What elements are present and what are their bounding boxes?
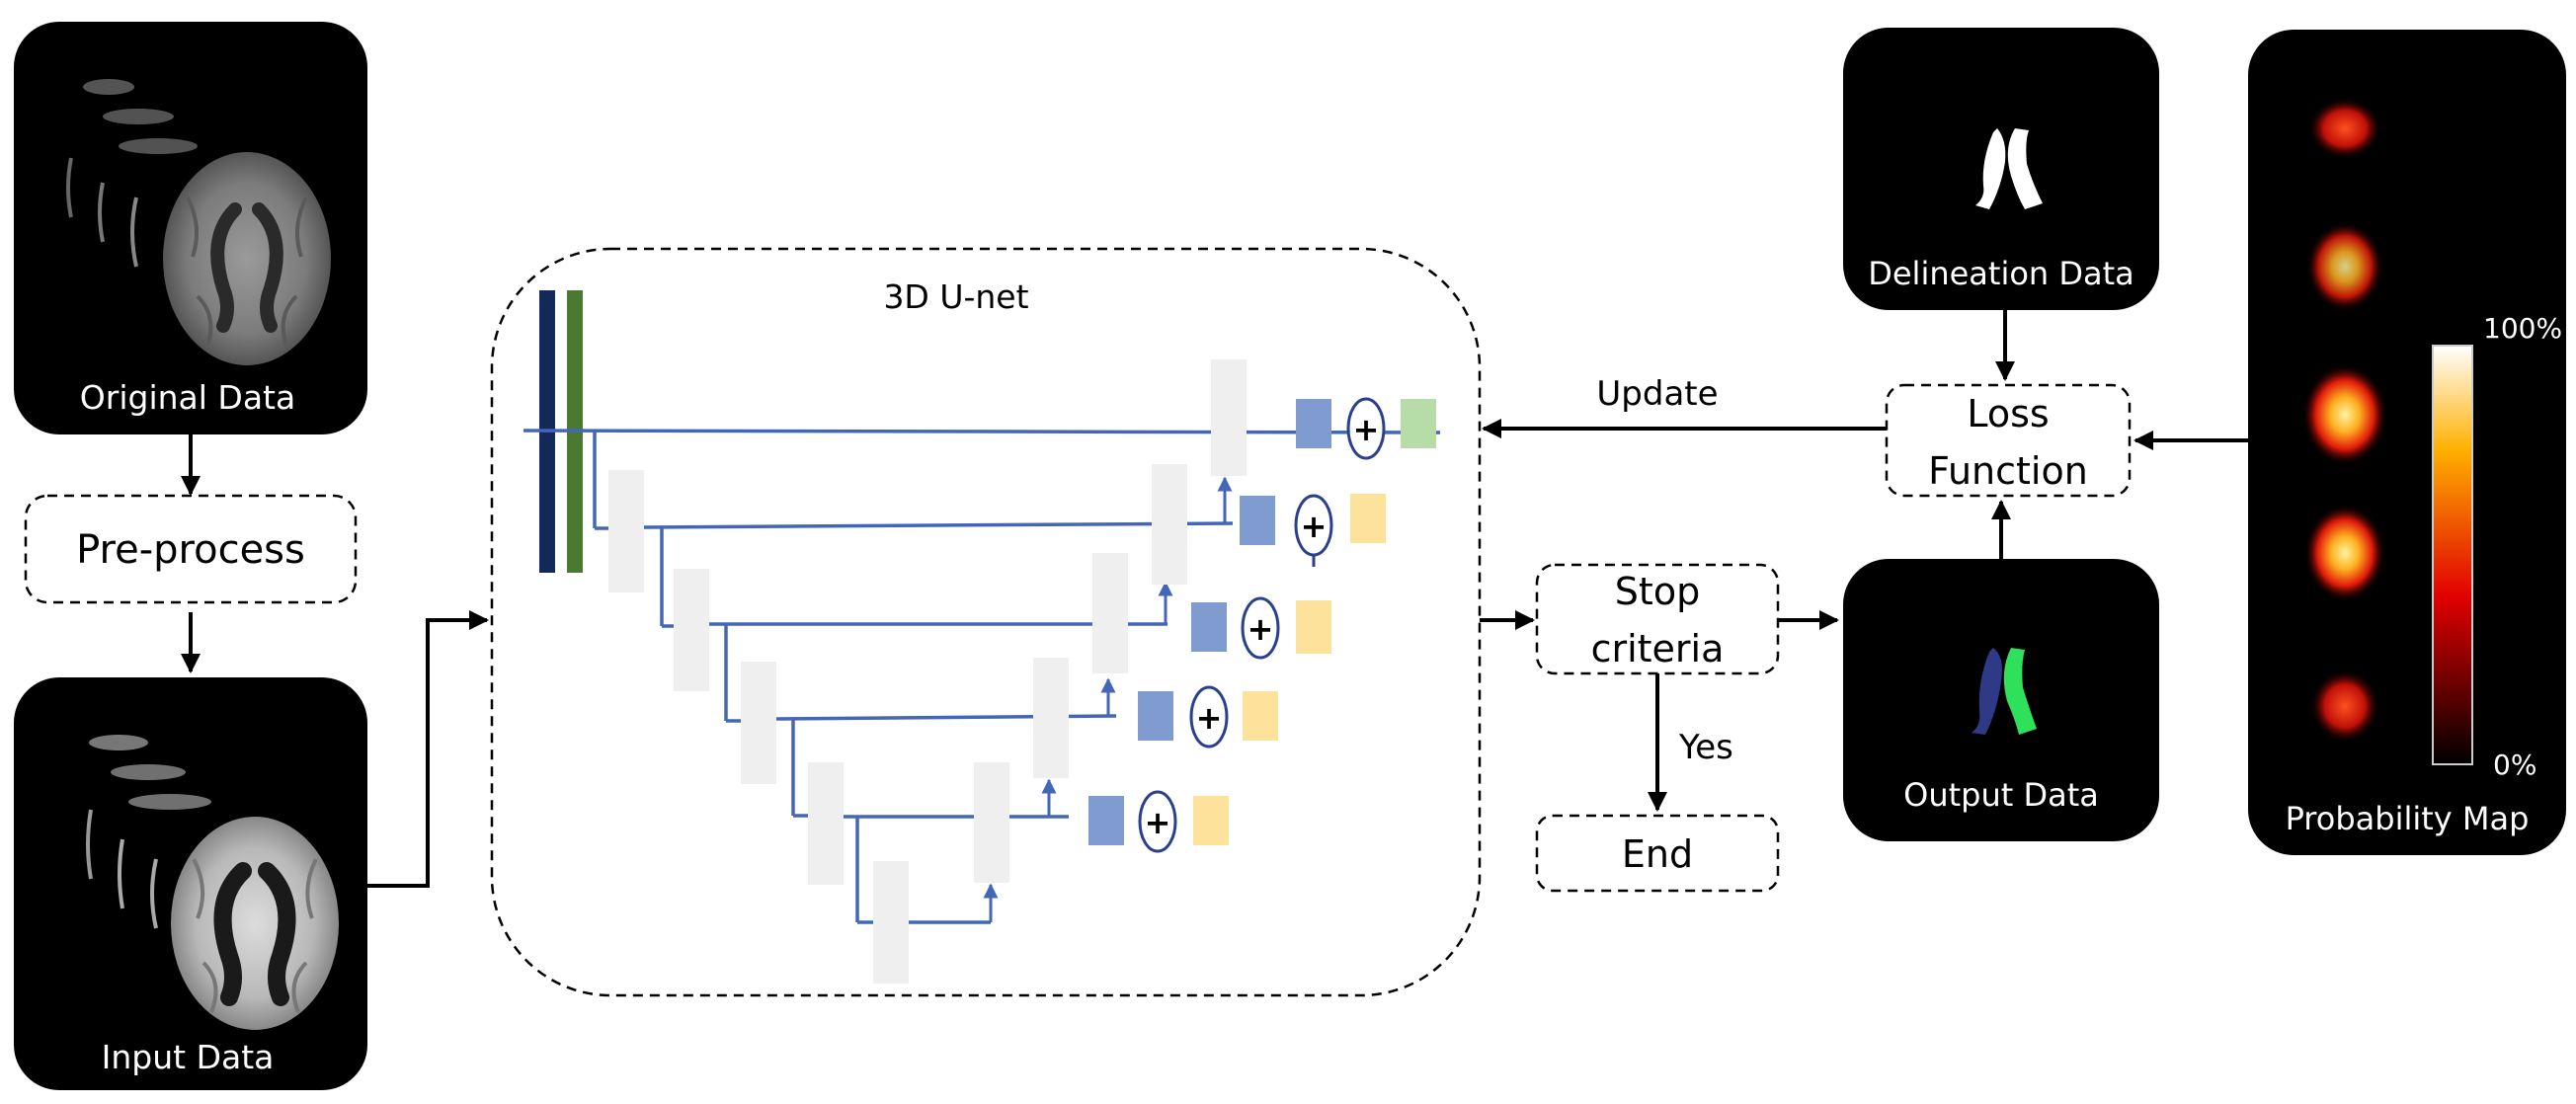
probability-slices (2303, 99, 2386, 742)
input-brain-stack-icon (86, 735, 339, 1030)
svg-text:+: + (1301, 508, 1328, 545)
probability-map-label: Probability Map (2286, 800, 2530, 837)
preprocess-label: Pre-process (76, 527, 305, 573)
input-data-label: Input Data (102, 1038, 275, 1076)
delineation-data-panel: Delineation Data (1843, 28, 2159, 310)
probability-colorbar (2432, 345, 2473, 765)
arrow-input-to-unet (367, 610, 489, 888)
decoder-blocks (974, 359, 1247, 883)
delineation-mask-icon (1975, 128, 2043, 209)
svg-text:+: + (1353, 411, 1380, 448)
decoder-unit-row5: + (1088, 790, 1229, 853)
colorbar-max-label: 100% (2483, 312, 2562, 345)
end-label: End (1622, 832, 1693, 876)
delineation-data-label: Delineation Data (1868, 255, 2134, 292)
output-segmentation-icon (1972, 648, 2037, 735)
stop-label-line2: criteria (1591, 627, 1725, 670)
output-data-panel: Output Data (1843, 559, 2159, 841)
loss-function-box: Loss Function (1885, 383, 2132, 498)
svg-text:+: + (1248, 610, 1274, 648)
decoder-unit-row1: + (1296, 397, 1436, 460)
unet-box: 3D U-net (490, 247, 1482, 997)
original-data-label: Original Data (80, 378, 295, 417)
original-brain-stack-icon (66, 79, 331, 365)
input-data-panel: Input Data (14, 677, 367, 1090)
stop-label-line1: Stop (1615, 570, 1700, 613)
loss-label-line1: Loss (1967, 392, 2049, 435)
decoder-unit-row4: + (1138, 685, 1278, 749)
original-data-panel: Original Data (14, 22, 367, 434)
upsample-arrows (983, 476, 1233, 922)
probability-map-panel: 100% 0% Probability Map (2248, 30, 2566, 855)
encoder-blocks (608, 470, 909, 984)
output-data-label: Output Data (1903, 776, 2099, 814)
update-label: Update (1596, 374, 1718, 414)
svg-text:+: + (1145, 804, 1171, 841)
unet-title: 3D U-net (883, 277, 1028, 316)
decoder-unit-row2: + (1240, 494, 1386, 567)
stop-criteria-box: Stop criteria (1535, 563, 1780, 675)
end-box: End (1535, 814, 1780, 893)
preprocess-box: Pre-process (24, 494, 358, 604)
colorbar-min-label: 0% (2493, 749, 2536, 781)
yes-label: Yes (1678, 728, 1733, 767)
decoder-unit-row3: + (1191, 596, 1331, 660)
loss-label-line2: Function (1928, 449, 2088, 493)
svg-text:+: + (1196, 699, 1223, 737)
